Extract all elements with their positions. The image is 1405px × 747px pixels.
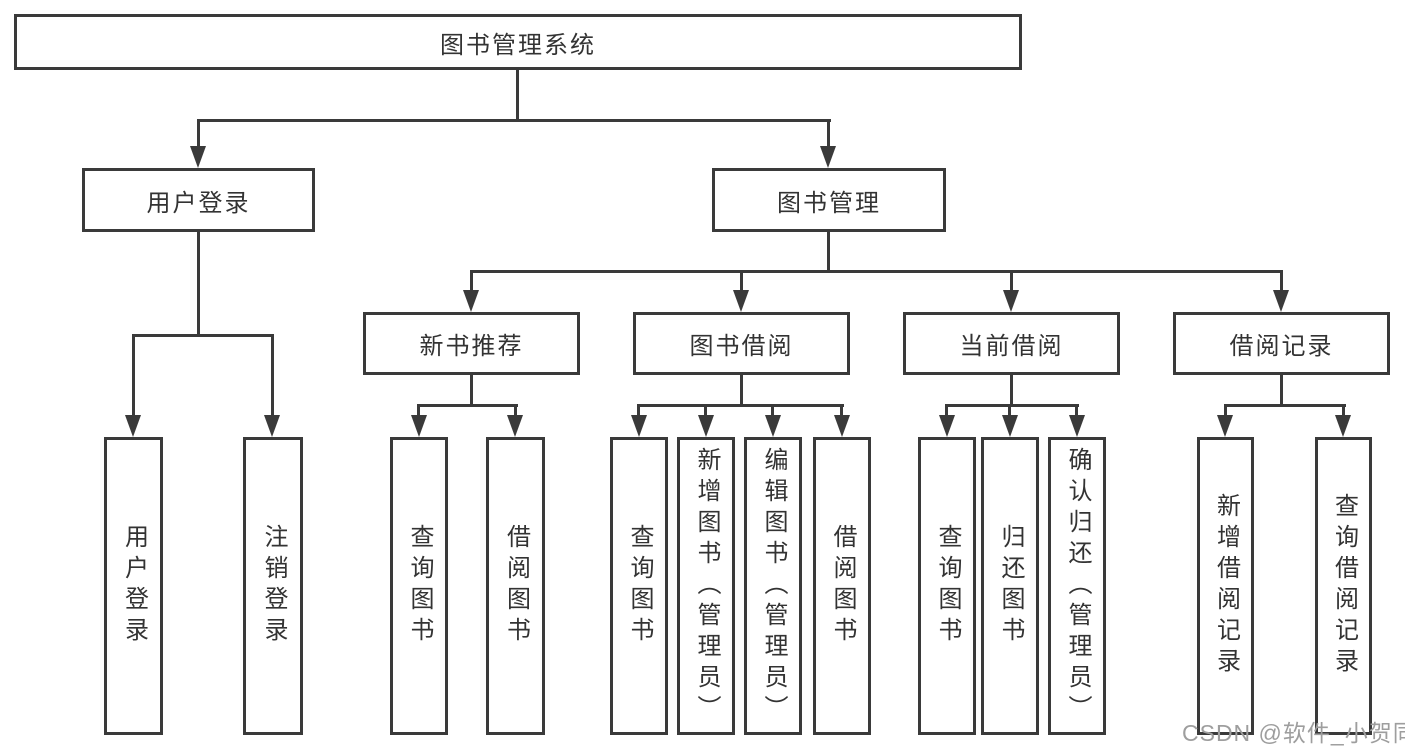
leaf-confirm-return-admin: 确认归还（管理员） [1048,437,1106,735]
arrow-down [1217,415,1233,437]
connector-line [945,404,948,418]
leaf-add-borrow-record: 新增借阅记录 [1197,437,1254,735]
connector-line [271,334,274,418]
connector-line [197,119,831,122]
box-library-management-system: 图书管理系统 [14,14,1022,70]
leaf-recommend-borrow-book: 借阅图书 [486,437,545,735]
leaf-edit-book-admin: 编辑图书（管理员） [744,437,802,735]
connector-line [197,119,200,150]
leaf-user-login-label: 用户登录 [120,524,148,648]
arrow-down [834,415,850,437]
connector-line [1280,375,1283,407]
connector-line [1010,270,1013,294]
connector-line [771,404,774,418]
csdn-watermark: CSDN @软件_小贺同学 [1182,720,1405,746]
leaf-add-borrow-record-label: 新增借阅记录 [1212,493,1240,679]
connector-line [637,404,844,407]
leaf-query-borrow-record: 查询借阅记录 [1315,437,1372,735]
connector-line [1075,404,1078,418]
connector-line [516,70,519,121]
connector-line [1008,404,1011,418]
leaf-current-query-book-label: 查询图书 [934,524,961,648]
box-user-login: 用户登录 [82,168,315,232]
connector-line [704,404,707,418]
connector-line [470,375,473,407]
leaf-recommend-query-book: 查询图书 [390,437,448,735]
leaf-edit-book-admin-label: 编辑图书（管理员） [760,446,787,726]
leaf-add-book-admin-label: 新增图书（管理员） [693,446,720,726]
connector-line [827,119,830,150]
leaf-return-book: 归还图书 [981,437,1039,735]
arrow-down [1069,415,1085,437]
connector-line [197,232,200,337]
arrow-down [1002,415,1018,437]
arrow-down [820,146,836,168]
arrow-down [939,415,955,437]
connector-line [514,404,517,418]
arrow-down [733,290,749,312]
connector-line [740,270,743,294]
connector-line [740,375,743,407]
leaf-borrow-book-label: 借阅图书 [829,524,856,648]
box-book-borrow: 图书借阅 [633,312,850,375]
connector-line [1224,404,1227,418]
arrow-down [1335,415,1351,437]
arrow-down [507,415,523,437]
arrow-down [765,415,781,437]
arrow-down [463,290,479,312]
leaf-add-book-admin: 新增图书（管理员） [677,437,735,735]
leaf-recommend-borrow-book-label: 借阅图书 [502,524,530,648]
connector-line [840,404,843,418]
connector-line [637,404,640,418]
arrow-down [190,146,206,168]
leaf-current-query-book: 查询图书 [918,437,976,735]
arrow-down [1273,290,1289,312]
leaf-user-login: 用户登录 [104,437,163,735]
connector-line [417,404,420,418]
connector-line [470,270,473,294]
box-borrow-record: 借阅记录 [1173,312,1390,375]
leaf-borrow-query-book-label: 查询图书 [626,524,653,648]
connector-line [417,404,518,407]
leaf-query-borrow-record-label: 查询借阅记录 [1330,493,1358,679]
arrow-down [264,415,280,437]
leaf-borrow-book: 借阅图书 [813,437,871,735]
connector-line [1280,270,1283,294]
connector-line [1224,404,1346,407]
connector-line [945,404,1079,407]
arrow-down [698,415,714,437]
leaf-logout: 注销登录 [243,437,303,735]
box-current-borrow: 当前借阅 [903,312,1120,375]
leaf-confirm-return-admin-label: 确认归还（管理员） [1064,446,1091,726]
connector-line [1342,404,1345,418]
arrow-down [1003,290,1019,312]
arrow-down [125,415,141,437]
connector-line [470,270,1282,273]
leaf-borrow-query-book: 查询图书 [610,437,668,735]
box-book-management: 图书管理 [712,168,946,232]
arrow-down [411,415,427,437]
leaf-recommend-query-book-label: 查询图书 [406,524,433,648]
leaf-logout-label: 注销登录 [260,524,287,648]
leaf-return-book-label: 归还图书 [997,524,1024,648]
arrow-down [631,415,647,437]
connector-line [827,232,830,273]
connector-line [132,334,135,418]
connector-line [1010,375,1013,407]
connector-line [132,334,274,337]
box-new-book-recommend: 新书推荐 [363,312,580,375]
